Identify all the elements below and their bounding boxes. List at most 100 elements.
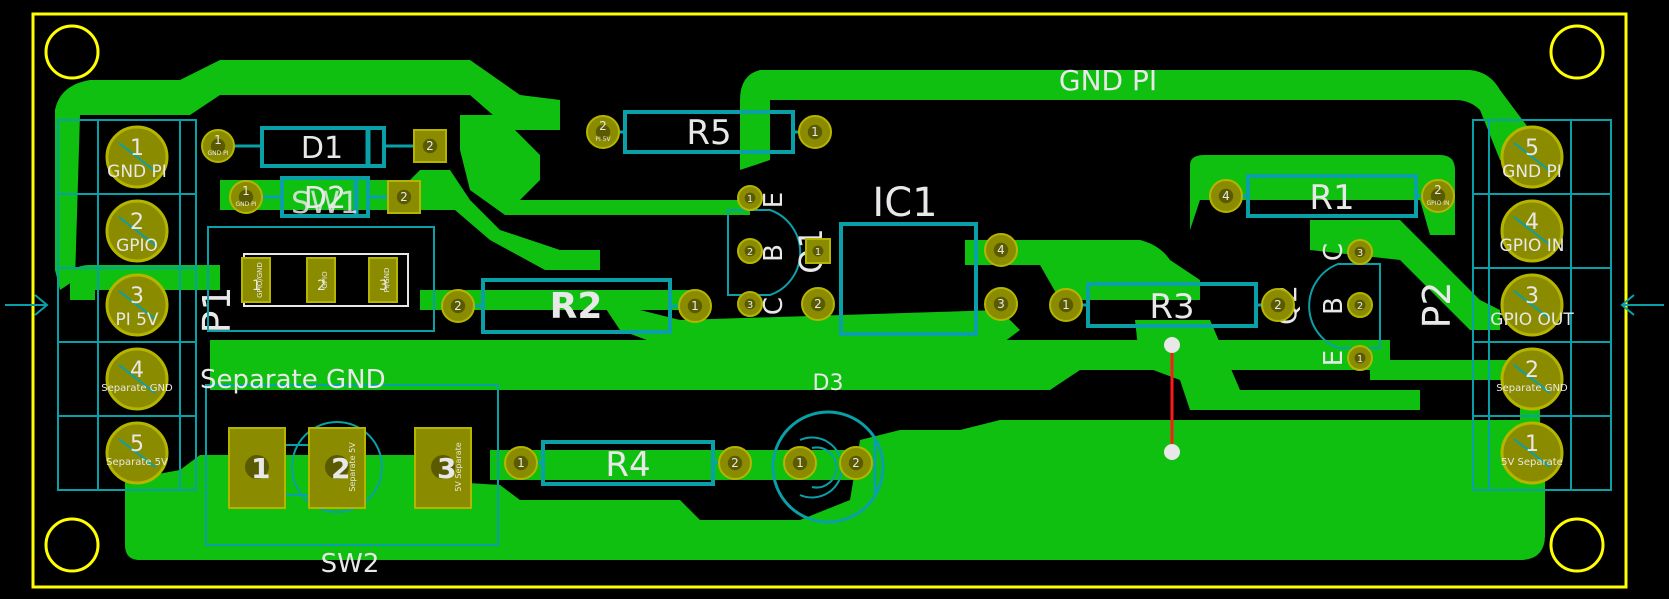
p1-pin-name: Separate GND (101, 383, 173, 394)
sw2-pad (308, 427, 366, 509)
d3-arc (811, 446, 838, 489)
switch-sw2: SW2 Separate GND (200, 365, 499, 579)
d2-reference: D2 (304, 181, 346, 216)
copper-track-upper-left (460, 115, 750, 215)
pad-number: 2 (1274, 298, 1282, 312)
p2-pad-mark (1513, 142, 1551, 172)
copper-track-separate-gnd (210, 340, 1390, 390)
pad-net-label: PI 5V (595, 136, 611, 143)
pad-drill (1354, 299, 1366, 311)
p1-pin-number: 3 (130, 284, 144, 309)
sw1-pad (306, 257, 336, 303)
pad-drill (993, 242, 1009, 258)
p1-pin-name: Separate 5V (106, 457, 168, 468)
connector-p2: P2 (1415, 119, 1612, 491)
pad-drill (1430, 188, 1446, 204)
pad-number: 1 (1357, 354, 1363, 365)
p2-pad-mark (1513, 216, 1551, 246)
sw2-outline (205, 384, 499, 546)
ic1-body (839, 222, 978, 336)
r4-reference: R4 (605, 445, 650, 485)
sw2-pin-name: Separate 5V (348, 442, 357, 492)
separate-gnd-label: Separate GND (200, 365, 386, 395)
pad-drill (810, 296, 826, 312)
net-label-gnd-pi: GND PI (1059, 64, 1157, 97)
pad-drill (744, 298, 756, 310)
d3-outline (771, 410, 885, 524)
pad-drill (744, 192, 756, 204)
ic-ic1: IC1 (839, 180, 978, 336)
pad-drill (595, 124, 611, 140)
connector-p1: P1 (57, 119, 239, 491)
r2-reference: R2 (550, 286, 603, 327)
sw2-reference: SW2 (321, 549, 380, 579)
pad-drill (792, 455, 808, 471)
pad-number: 1 (691, 299, 699, 313)
pad-drill (993, 296, 1009, 312)
p1-pad-mark (118, 290, 156, 320)
sw2-drill (245, 455, 269, 479)
pad-drill (1270, 297, 1286, 313)
pad-drill (1354, 246, 1366, 258)
pad-number: 1 (815, 247, 821, 258)
p2-pad-mark (1513, 364, 1551, 394)
p2-reference: P2 (1415, 281, 1459, 328)
d1-body (260, 126, 386, 168)
pad-number: 1 (1062, 298, 1070, 312)
sw1-outline (207, 226, 435, 332)
copper-track-gnd-pi (740, 70, 1530, 170)
r1-body (1246, 174, 1418, 218)
pad-number: 1 (517, 456, 525, 470)
pad-number: 2 (599, 119, 607, 133)
ratsnest-node (1164, 444, 1180, 460)
pad-drill (396, 189, 412, 205)
pad-drill (848, 455, 864, 471)
p1-pin-number: 5 (130, 432, 144, 457)
pad-drill (727, 455, 743, 471)
p2-pad-mark (1513, 438, 1551, 468)
p2-pin-number: 1 (1525, 432, 1539, 457)
led-d3: D3 (771, 371, 885, 524)
p1-pad-mark (118, 216, 156, 246)
p2-pin-number: 5 (1525, 136, 1539, 161)
q2-outline (1308, 263, 1381, 349)
q2-pin-b: B (1319, 297, 1349, 315)
p2-pin-name: Separate GND (1496, 383, 1568, 394)
pad-drill (422, 138, 438, 154)
pad-number: 2 (731, 456, 739, 470)
sw2-pin-number: 1 (251, 452, 270, 485)
pad-drill (1058, 297, 1074, 313)
copper-track-middle (420, 290, 700, 310)
p2-pin-name: GPIO OUT (1490, 310, 1574, 330)
p1-pin-name: GPIO (116, 236, 158, 256)
sw1-pin-name: GPIO (321, 271, 329, 289)
p1-courtyard (57, 119, 197, 491)
pad-number: 3 (747, 300, 753, 311)
pad-number: 2 (814, 297, 822, 311)
mounting-hole (1549, 24, 1605, 80)
sw1-pin-number: 1 (252, 278, 261, 294)
q1-pin-c: C (759, 297, 789, 315)
p1-reference: P1 (195, 286, 239, 333)
d3-reference: D3 (813, 371, 844, 396)
p1-pad-mark (118, 142, 156, 172)
resistor-r1: R1 (1226, 174, 1438, 218)
pad-drill (1354, 352, 1366, 364)
diode-d2: D2 SW1 (246, 176, 404, 221)
copper-pour-left (55, 60, 560, 290)
q1-pin-b: B (759, 244, 789, 262)
pad-number: 2 (400, 190, 408, 204)
copper-track-d2 (220, 170, 600, 270)
r2-body (481, 278, 672, 334)
pad-number: 4 (997, 243, 1005, 257)
pad-number: 2 (426, 139, 434, 153)
arrow-left (5, 294, 49, 316)
sw1-pin-number: 2 (317, 278, 326, 294)
sw2-pin-name: 5V Separate (454, 442, 463, 491)
r4-body (541, 440, 715, 486)
p2-pin-number: 4 (1525, 210, 1539, 235)
